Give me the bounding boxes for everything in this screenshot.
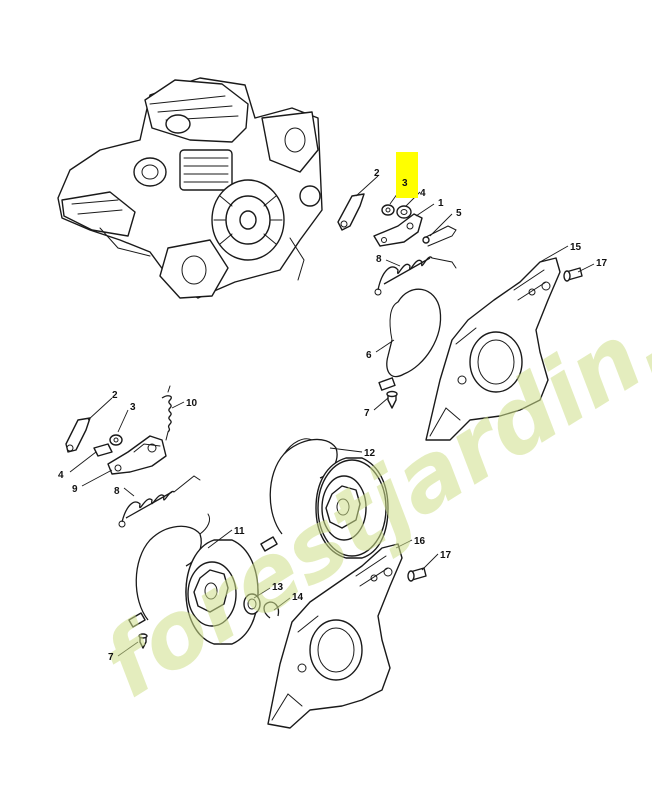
top-lever-2: [337, 193, 365, 231]
clutch-drum-11: [185, 539, 259, 645]
e-clip-14: [263, 601, 280, 619]
lower-screw-7: [138, 633, 148, 649]
callout-8-top[interactable]: 8: [376, 254, 382, 265]
callout-3-lower[interactable]: 3: [130, 402, 136, 413]
engine-assembly: [57, 77, 323, 299]
clutch-drum-12: [315, 457, 389, 559]
lower-screw-17: [407, 567, 427, 582]
callout-16[interactable]: 16: [414, 536, 426, 547]
callout-12[interactable]: 12: [364, 448, 376, 459]
callout-17-lower[interactable]: 17: [440, 550, 452, 561]
washer-13: [243, 593, 261, 615]
top-spring-8: [374, 256, 457, 296]
callout-7-top[interactable]: 7: [364, 408, 370, 419]
callout-labels: 2 3 4 1 5 8 6 7 15 17 2 3 10 4 9 8 11 12…: [58, 168, 608, 663]
callout-9[interactable]: 9: [72, 484, 78, 495]
callout-14[interactable]: 14: [292, 592, 304, 603]
lower-cover-16: [267, 543, 403, 729]
callout-2-top[interactable]: 2: [374, 168, 380, 179]
top-cover-15: [425, 257, 561, 441]
callout-4-lower[interactable]: 4: [58, 470, 64, 481]
callout-6-top[interactable]: 6: [366, 350, 372, 361]
callout-2-lower[interactable]: 2: [112, 390, 118, 401]
callout-1-top[interactable]: 1: [438, 198, 444, 209]
top-screw-7: [386, 390, 398, 409]
leader-lines: [69, 175, 595, 657]
callout-7-lower[interactable]: 7: [108, 652, 114, 663]
callout-10[interactable]: 10: [186, 398, 198, 409]
callout-3-top[interactable]: 3: [402, 178, 408, 189]
lower-pin-4: [93, 443, 113, 457]
callout-5-top[interactable]: 5: [456, 208, 462, 219]
top-pin-4: [396, 205, 412, 219]
lower-spring-8: [118, 475, 201, 528]
callout-11[interactable]: 11: [234, 526, 245, 537]
top-screw-17: [563, 267, 583, 282]
lower-spring-10: [161, 385, 172, 441]
lower-lever-9: [107, 435, 167, 475]
callout-4-top[interactable]: 4: [420, 188, 426, 199]
top-washer-3: [381, 204, 395, 216]
lower-washer-3: [109, 434, 123, 446]
lower-lever-2: [65, 417, 91, 453]
top-brake-lever-1: [373, 213, 423, 247]
callout-8-lower[interactable]: 8: [114, 486, 120, 497]
callout-17-top[interactable]: 17: [596, 258, 608, 269]
callout-3-highlight: [396, 152, 418, 198]
top-clip-5: [422, 225, 457, 247]
callout-15[interactable]: 15: [570, 242, 582, 253]
callout-13[interactable]: 13: [272, 582, 284, 593]
top-brake-band-6: [378, 288, 442, 391]
